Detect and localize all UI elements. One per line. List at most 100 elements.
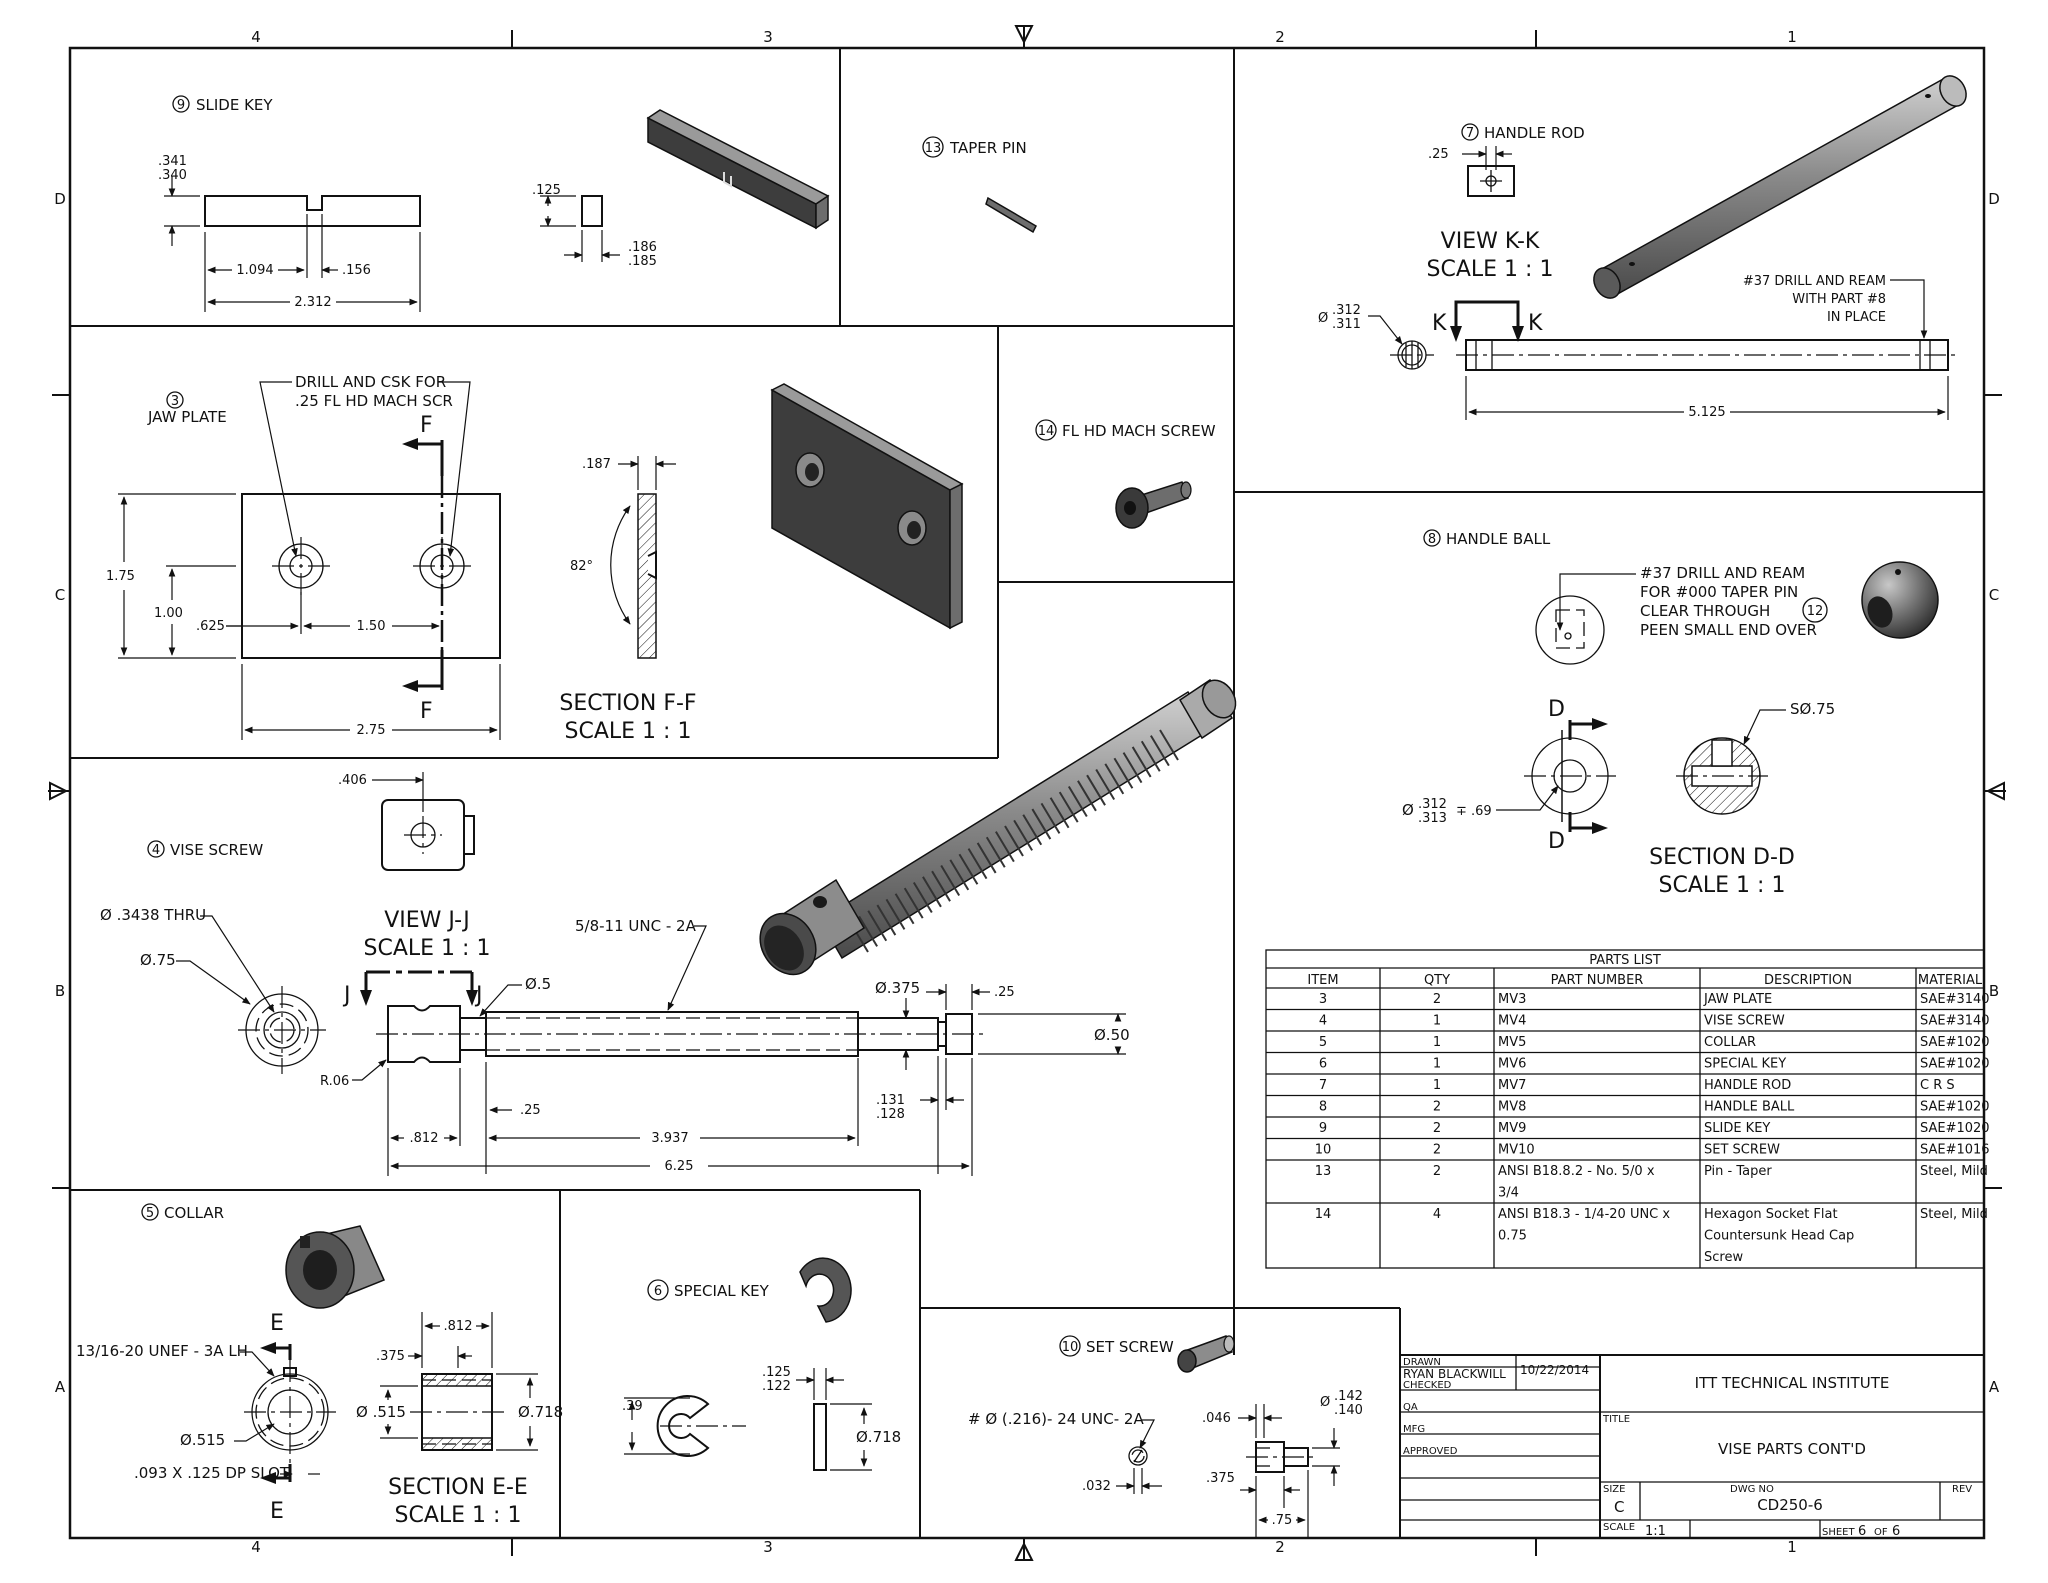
part-10-title: SET SCREW (1086, 1338, 1174, 1356)
part-4-vise-screw: 4 VISE SCREW .406 Ø .3438 THRU Ø.75 VIEW… (100, 678, 1237, 1176)
tb-drawn-label: DRAWN (1403, 1357, 1441, 1368)
handle-rod-isometric (1593, 75, 1967, 299)
balloon-12 (1802, 597, 1828, 623)
dim-0515-end: Ø.515 (180, 1431, 225, 1449)
dim-0140: .140 (1334, 1403, 1363, 1418)
parts-list-cell: 8 (1319, 1100, 1327, 1115)
part-6-title: SPECIAL KEY (674, 1282, 770, 1300)
parts-list-cell: MV3 (1498, 992, 1526, 1007)
zone-col-1-bottom: 1 (1787, 1538, 1797, 1556)
parts-list-cell: 3 (1319, 992, 1327, 1007)
part-8-title: HANDLE BALL (1446, 530, 1551, 548)
parts-list-cell: SAE#1020 (1920, 1057, 1990, 1072)
balloon-5-number: 5 (146, 1206, 154, 1221)
f-label-bottom: F (420, 699, 433, 724)
dim-handle-ball-dia-symbol: Ø (1402, 801, 1414, 819)
parts-list-cell: 13 (1315, 1164, 1332, 1179)
dim-0131: .131 (876, 1093, 905, 1108)
balloon-4-number: 4 (152, 843, 160, 858)
part-3-jaw-plate: 3 JAW PLATE DRILL AND CSK FOR .25 FL HD … (106, 373, 964, 744)
jaw-plate-note-line1: DRILL AND CSK FOR (295, 373, 446, 391)
section-e-e-view (410, 1373, 504, 1451)
dim-3937: 3.937 (651, 1131, 688, 1146)
zone-row-c-right: C (1989, 586, 1999, 604)
parts-list-cell: SAE#1016 (1920, 1143, 1990, 1158)
dim-1094: 1.094 (236, 263, 273, 278)
dim-186: .186 (628, 240, 657, 255)
balloon-7-number: 7 (1466, 126, 1474, 141)
dim-handle-ball-dia-313: .313 (1418, 811, 1447, 826)
parts-list-cell: 2 (1433, 1164, 1441, 1179)
parts-list-cell: Steel, Mild (1920, 1207, 1988, 1222)
zone-col-2-top: 2 (1275, 28, 1285, 46)
part-13-title: TAPER PIN (949, 139, 1027, 157)
view-k-k-rect (1467, 165, 1515, 197)
dim-175: 1.75 (106, 569, 135, 584)
dim-0718-collar: Ø.718 (518, 1403, 563, 1421)
parts-list-cell: MV6 (1498, 1057, 1526, 1072)
view-k-k-scale: SCALE 1 : 1 (1427, 257, 1554, 282)
dim-341: .341 (158, 154, 187, 169)
slide-key-front-view (204, 195, 421, 227)
parts-list-cell: ANSI B18.3 - 1/4-20 UNC x (1498, 1207, 1670, 1222)
dim-075-set: .75 (1272, 1513, 1293, 1528)
balloon-6-number: 6 (654, 1284, 662, 1299)
parts-list-header-0: ITEM (1307, 973, 1338, 988)
dim-0142: .142 (1334, 1389, 1363, 1404)
parts-list-header-4: MATERIAL (1918, 973, 1983, 988)
tb-scale-label: SCALE (1603, 1522, 1635, 1533)
dim-156: .156 (342, 263, 371, 278)
parts-list-cell: 7 (1319, 1078, 1327, 1093)
zone-row-d-right: D (1988, 190, 2000, 208)
parts-list-cell: MV7 (1498, 1078, 1526, 1093)
balloon-7 (1461, 123, 1479, 141)
balloon-5 (141, 1203, 159, 1221)
dim-0125-key: .125 (762, 1365, 791, 1380)
j-label-left: J (342, 983, 351, 1008)
part-10-set-screw: 10 SET SCREW # Ø (.216)- 24 UNC- 2A .032… (968, 1335, 1363, 1538)
zone-row-b-right: B (1989, 982, 1999, 1000)
set-screw-isometric (1177, 1335, 1235, 1373)
parts-list-cell: Hexagon Socket Flat (1704, 1207, 1838, 1222)
jaw-plate-note-line2: .25 FL HD MACH SCR (295, 392, 453, 410)
parts-list-cell: 9 (1319, 1121, 1327, 1136)
balloon-14-number: 14 (1038, 424, 1055, 439)
parts-list-cell: Pin - Taper (1704, 1164, 1772, 1179)
dim-340: .340 (158, 168, 187, 183)
thread-spec-10: # Ø (.216)- 24 UNC- 2A (968, 1410, 1144, 1428)
tb-company: ITT TECHNICAL INSTITUTE (1695, 1374, 1890, 1392)
parts-list-cell: C R S (1920, 1078, 1955, 1093)
tb-rev-label: REV (1952, 1484, 1972, 1495)
zone-row-d-left: D (54, 190, 66, 208)
parts-list-cell: 1 (1433, 1057, 1441, 1072)
f-label-top: F (420, 413, 433, 438)
dim-625: 6.25 (665, 1159, 694, 1174)
set-screw-end-view (1128, 1446, 1148, 1466)
tb-mfg-label: MFG (1403, 1424, 1425, 1435)
special-key-side-view (813, 1403, 827, 1471)
part-14-fl-hd-mach-screw: 14 FL HD MACH SCREW (1035, 419, 1216, 529)
handle-rod-note-line3: IN PLACE (1827, 310, 1886, 325)
parts-list-cell: HANDLE ROD (1704, 1078, 1791, 1093)
handle-ball-note-line4: PEEN SMALL END OVER (1640, 621, 1817, 639)
special-key-isometric (799, 1257, 852, 1323)
taper-pin-isometric (985, 196, 1037, 234)
dim-handle-hole: .25 (1428, 147, 1449, 162)
section-e-e-scale: SCALE 1 : 1 (395, 1503, 522, 1528)
balloon-8 (1423, 529, 1441, 547)
slide-key-end-view (581, 195, 603, 227)
parts-list-cell: SAE#3140 (1920, 1014, 1990, 1029)
parts-list-cell: MV8 (1498, 1100, 1526, 1115)
zone-row-b-left: B (55, 982, 65, 1000)
dim-2312: 2.312 (294, 295, 331, 310)
balloon-13 (922, 136, 944, 158)
balloon-10-number: 10 (1062, 1340, 1079, 1355)
section-f-f-scale: SCALE 1 : 1 (565, 719, 692, 744)
collar-slot-spec: .093 X .125 DP SLOT (134, 1464, 290, 1482)
dim-5125: 5.125 (1688, 405, 1725, 420)
